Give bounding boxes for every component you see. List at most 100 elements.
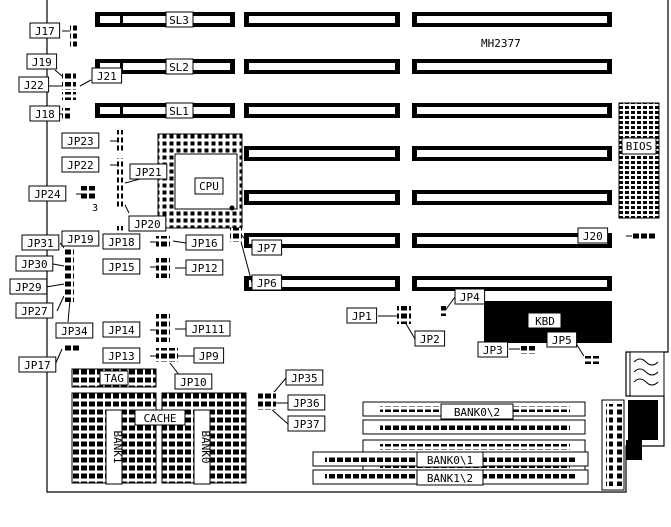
- label-box-j20: [577, 227, 609, 244]
- jumper-label-j20: J20: [583, 230, 603, 243]
- jumper-label-jp111: JP111: [191, 323, 224, 336]
- label-box-jp27: [15, 302, 54, 319]
- jumper-label-jp19: JP19: [67, 233, 94, 246]
- simm-label-bank1-2: BANK1\2: [427, 472, 473, 485]
- label-box-jp17: [18, 356, 57, 373]
- label-box-jp7: [251, 239, 283, 256]
- label-box-jp23: [61, 132, 100, 149]
- jumper-label-jp13: JP13: [108, 350, 135, 363]
- label-box-jp1: [346, 307, 378, 324]
- jumper-label-j21: J21: [97, 70, 117, 83]
- label-box-jp18: [102, 233, 141, 250]
- label-box-jp21: [129, 163, 168, 180]
- simm-label-bank0-2: BANK0\2: [454, 406, 500, 419]
- leader-lines: [45, 30, 634, 425]
- label-box-jp2: [414, 330, 446, 347]
- isa-slot-sl3: SL3: [95, 11, 235, 28]
- jumper-labels: J17J19J22J21J18JP23JP22JP21JP24JP20JP19J…: [9, 22, 609, 432]
- jumper-label-jp9: JP9: [199, 350, 219, 363]
- jumper-label-jp7: JP7: [257, 242, 277, 255]
- label-box-jp12: [185, 259, 224, 276]
- jumper-label-jp10: JP10: [180, 376, 207, 389]
- jumper-label-jp34: JP34: [61, 325, 88, 338]
- jumper-label-jp22: JP22: [67, 159, 94, 172]
- label-box-jp35: [285, 369, 324, 386]
- jumper-label-jp31: JP31: [27, 237, 54, 250]
- board-model: MH2377: [481, 37, 521, 50]
- bios-chip: BIOS: [618, 102, 660, 219]
- jumper-label-j19: J19: [32, 56, 52, 69]
- label-box-jp14: [102, 321, 141, 338]
- isa-slots-middle: [244, 12, 400, 291]
- isa-slots-right: [412, 12, 612, 291]
- jumper-label-jp20: JP20: [134, 218, 161, 231]
- bank1-column-label: BANK1: [111, 430, 124, 463]
- jumper-label-jp27: JP27: [21, 305, 48, 318]
- jumper-label-j18: J18: [35, 108, 55, 121]
- bank0-column-label: BANK0: [199, 430, 212, 463]
- jumper-label-jp1: JP1: [352, 310, 372, 323]
- cpu-socket: CPU: [157, 133, 243, 229]
- label-box-jp16: [185, 234, 224, 251]
- tag-label: TAG: [104, 372, 124, 385]
- label-box-j18: [29, 105, 61, 122]
- label-box-jp4: [454, 288, 486, 305]
- cache-area: TAG BANK1 BANK0 CACHE: [71, 368, 247, 485]
- jumper-label-jp18: JP18: [108, 236, 135, 249]
- slot-label-sl1: SL1: [169, 105, 189, 118]
- jumper-label-jp16: JP16: [191, 237, 218, 250]
- label-box-jp37: [287, 415, 326, 432]
- keyboard-connector: [629, 351, 665, 397]
- label-box-jp36: [287, 394, 326, 411]
- jumper-label-jp12: JP12: [191, 262, 218, 275]
- kbd-label: KBD: [535, 315, 555, 328]
- slot-label-sl3: SL3: [169, 14, 189, 27]
- isa-slot-sl1: SL1: [95, 102, 235, 119]
- jumper-label-jp30: JP30: [21, 258, 48, 271]
- jumper-label-jp3: JP3: [483, 344, 503, 357]
- jumper-blocks: [62, 25, 656, 410]
- jumper-label-jp15: JP15: [108, 261, 135, 274]
- jumper-label-j17: J17: [35, 25, 55, 38]
- label-box-jp31: [21, 234, 60, 251]
- label-box-jp19: [61, 230, 100, 247]
- label-box-jp111: [185, 320, 231, 337]
- label-box-jp24: [28, 185, 67, 202]
- label-box-j21: [91, 67, 123, 84]
- label-box-jp34: [55, 322, 94, 339]
- jp24-pin-number: 3: [92, 203, 98, 214]
- power-connector: [601, 399, 658, 491]
- jumper-label-jp14: JP14: [108, 324, 135, 337]
- label-box-jp29: [9, 278, 48, 295]
- jumper-label-jp4: JP4: [460, 291, 480, 304]
- label-box-j17: [29, 22, 61, 39]
- jumper-label-jp2: JP2: [420, 333, 440, 346]
- simm-label-bank0-1: BANK0\1: [427, 454, 473, 467]
- jumper-label-jp6: JP6: [257, 277, 277, 290]
- jumper-label-jp29: JP29: [15, 281, 42, 294]
- jumper-label-jp17: JP17: [24, 359, 51, 372]
- jumper-label-j22: J22: [24, 79, 44, 92]
- label-box-j22: [18, 76, 50, 93]
- label-box-j19: [26, 53, 58, 70]
- cpu-label: CPU: [199, 180, 219, 193]
- jumper-label-jp5: JP5: [552, 334, 572, 347]
- label-box-jp3: [477, 341, 509, 358]
- label-box-jp22: [61, 156, 100, 173]
- label-box-jp5: [546, 331, 578, 348]
- label-box-jp6: [251, 274, 283, 291]
- isa-slot-sl2: SL2: [95, 58, 235, 75]
- label-box-jp13: [102, 347, 141, 364]
- label-box-jp10: [174, 373, 213, 390]
- label-box-jp15: [102, 258, 141, 275]
- jumper-label-jp37: JP37: [293, 418, 320, 431]
- label-box-jp20: [128, 215, 167, 232]
- jumper-label-jp21: JP21: [135, 166, 162, 179]
- bios-label: BIOS: [626, 140, 653, 153]
- jumper-label-jp36: JP36: [293, 397, 320, 410]
- label-box-jp9: [193, 347, 225, 364]
- label-box-jp30: [15, 255, 54, 272]
- slot-label-sl2: SL2: [169, 61, 189, 74]
- jumper-label-jp24: JP24: [34, 188, 61, 201]
